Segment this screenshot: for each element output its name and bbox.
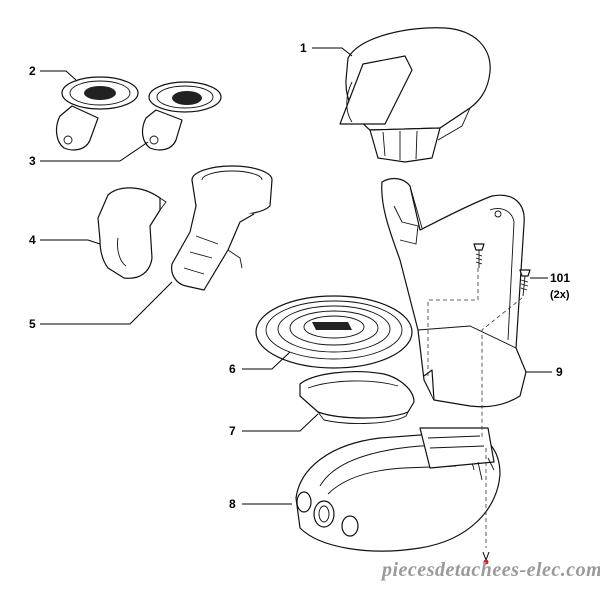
watermark: piecesdetachees-elec.com bbox=[380, 559, 600, 581]
leader-7 bbox=[242, 413, 319, 432]
callout-2: 2 bbox=[29, 64, 36, 78]
part-2-pod-holder[interactable] bbox=[55, 76, 139, 151]
callout-3: 3 bbox=[29, 154, 36, 168]
marker-dot bbox=[483, 559, 489, 565]
callout-9: 9 bbox=[556, 365, 563, 379]
leader-1 bbox=[312, 47, 353, 57]
callout-6: 6 bbox=[229, 362, 236, 376]
callout-5: 5 bbox=[29, 317, 36, 331]
part-4-cover[interactable] bbox=[97, 187, 167, 279]
part-101-screw[interactable] bbox=[473, 243, 485, 268]
callout-101: 101 bbox=[550, 271, 570, 285]
part-5-spout[interactable] bbox=[171, 165, 273, 291]
leader-5 bbox=[40, 281, 173, 325]
part-101-screw[interactable] bbox=[519, 269, 531, 297]
quantity-note: (2x) bbox=[550, 289, 570, 301]
part-9-housing[interactable] bbox=[381, 177, 527, 408]
assembly-guide bbox=[481, 297, 523, 440]
leader-3 bbox=[40, 141, 149, 162]
part-7-drip-tray[interactable] bbox=[299, 371, 415, 424]
callout-4: 4 bbox=[29, 233, 36, 247]
callout-7: 7 bbox=[229, 424, 236, 438]
leader-6 bbox=[242, 351, 291, 370]
assembly-guide bbox=[427, 268, 479, 376]
part-8-base[interactable] bbox=[295, 427, 501, 552]
callout-8: 8 bbox=[229, 497, 236, 511]
leader-4 bbox=[40, 239, 101, 245]
part-1-lid[interactable] bbox=[339, 27, 491, 163]
part-6-drip-grid[interactable] bbox=[255, 295, 413, 369]
part-3-pod-holder[interactable] bbox=[141, 81, 222, 151]
callout-1: 1 bbox=[300, 41, 307, 55]
leader-2 bbox=[40, 70, 77, 81]
